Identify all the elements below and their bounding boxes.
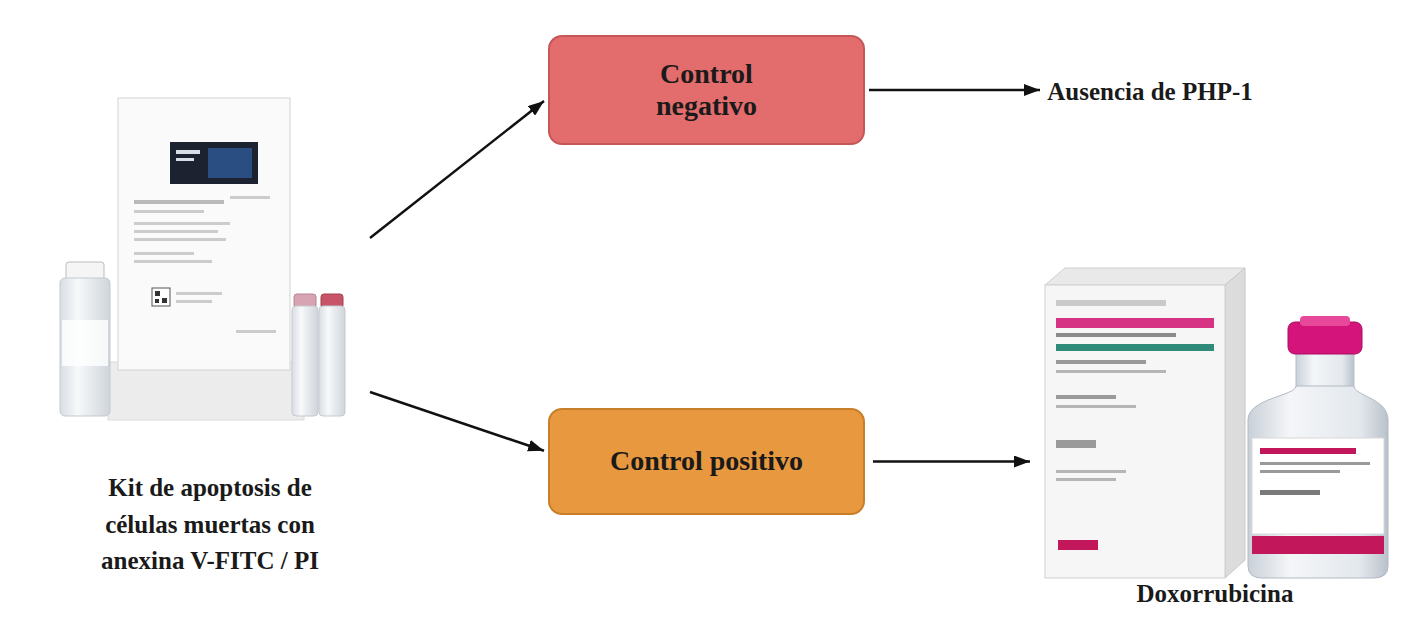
flow-arrow	[370, 392, 544, 451]
bottle-cap	[66, 262, 104, 280]
flow-arrow	[869, 89, 1040, 92]
drug-box-print	[1056, 395, 1116, 399]
bottle-label	[62, 320, 108, 366]
kit-card-print	[176, 150, 200, 154]
kit-card-print	[134, 260, 212, 263]
flow-arrow	[370, 101, 544, 238]
kit-card	[118, 98, 290, 370]
kit-card-print	[176, 158, 194, 161]
drug-illustration-node: Doxorrubicina	[1030, 262, 1400, 614]
kit-card-logo	[208, 148, 252, 178]
kit-illustration-node: Kit de apoptosis de células muertas con …	[50, 95, 370, 585]
drug-box-print	[1056, 478, 1116, 481]
kit-card-header	[170, 142, 258, 184]
reagent-vial	[319, 306, 345, 416]
drug-box-band	[1058, 540, 1098, 550]
result-label-node: Ausencia de PHP-1	[1040, 69, 1260, 116]
kit-card-print	[176, 300, 212, 303]
kit-qr-code	[155, 291, 160, 296]
apoptosis-kit-picture	[60, 98, 345, 420]
kit-card-print	[134, 200, 224, 204]
caption-text: Doxorrubicina	[1137, 578, 1294, 611]
caption-text: Ausencia de PHP-1	[1047, 76, 1253, 109]
kit-card-print	[134, 230, 218, 233]
box-label: Control positivo	[610, 445, 803, 477]
drug-box-print	[1056, 333, 1176, 337]
kit-qr-code	[162, 298, 167, 303]
kit-card-print	[134, 252, 194, 255]
vial-label-print	[1260, 490, 1320, 495]
vial-label-print	[1260, 470, 1340, 473]
drug-box-print	[1056, 405, 1136, 408]
vial-label-print	[1260, 462, 1370, 465]
kit-card-print	[236, 330, 276, 333]
box-label: Control negativo	[622, 58, 792, 122]
kit-card-print	[134, 222, 230, 225]
vial-cap	[1288, 322, 1362, 354]
drug-box-print	[1056, 470, 1126, 473]
kit-stand	[108, 362, 304, 420]
kit-card-print	[176, 292, 222, 295]
caption-text: Kit de apoptosis de células muertas con …	[88, 470, 333, 579]
reagent-bottle	[60, 278, 110, 416]
drug-box-print	[1056, 440, 1096, 448]
reagent-vial	[292, 306, 318, 416]
vial-label	[1252, 438, 1384, 534]
drug-box	[1045, 285, 1225, 578]
drug-vial	[1248, 386, 1388, 578]
process-box: Control negativo	[548, 35, 865, 145]
drug-box-side	[1225, 268, 1245, 578]
vial-label-print	[1260, 448, 1356, 454]
kit-card-print	[134, 210, 204, 213]
drug-box-print	[1056, 370, 1166, 373]
kit-qr-code	[155, 299, 159, 303]
drug-box-band	[1056, 344, 1214, 351]
flow-arrow	[873, 460, 1030, 463]
vial-cap	[1300, 316, 1350, 326]
kit-qr-code	[152, 288, 170, 306]
drug-box-band	[1056, 318, 1214, 328]
drug-box-print	[1056, 360, 1146, 364]
drug-box-print	[1056, 300, 1166, 306]
kit-card-print	[230, 196, 270, 199]
process-box: Control positivo	[548, 408, 865, 515]
doxorubicin-picture	[1045, 268, 1388, 578]
kit-card-print	[134, 238, 226, 241]
drug-box-top	[1045, 268, 1245, 285]
vial-label-band	[1252, 536, 1384, 554]
